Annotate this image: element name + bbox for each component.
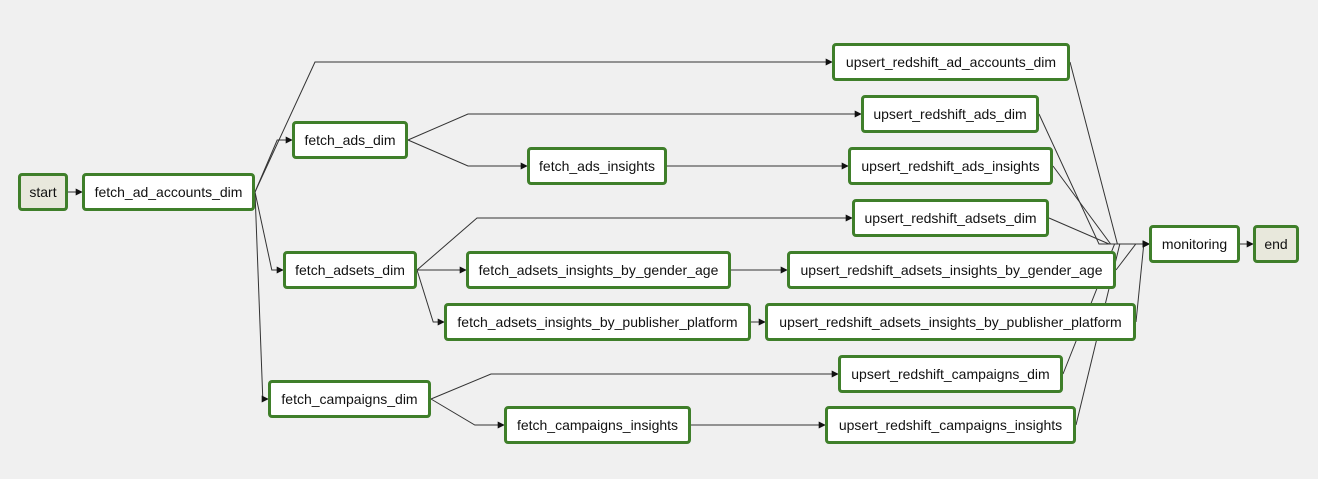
node-upsert-redshift-ads-dim[interactable]: upsert_redshift_ads_dim (861, 95, 1039, 133)
edge-fetch_campaigns_dim-to-fetch_campaigns_insights (430, 398, 505, 429)
edge-fetch_ad_accounts_dim-to-fetch_adsets_dim (254, 191, 284, 274)
node-fetch-ad-accounts-dim[interactable]: fetch_ad_accounts_dim (82, 173, 255, 211)
node-fetch-campaigns-dim[interactable]: fetch_campaigns_dim (268, 380, 431, 418)
edge-fetch_ad_accounts_dim-to-fetch_campaigns_dim (254, 191, 269, 403)
edge-upsert_redshift_ads_insights-to-monitoring (1052, 165, 1150, 248)
edge-upsert_redshift_ad_accounts_dim-to-monitoring (1069, 61, 1150, 248)
edge-fetch_ad_accounts_dim-to-upsert_redshift_ad_accounts_dim (254, 58, 833, 193)
node-fetch-adsets-insights-by-gender-age[interactable]: fetch_adsets_insights_by_gender_age (466, 251, 731, 289)
edge-fetch_adsets_dim-to-fetch_adsets_insights_by_publisher_platform (416, 269, 445, 326)
node-monitoring[interactable]: monitoring (1149, 225, 1240, 263)
node-upsert-redshift-ads-insights[interactable]: upsert_redshift_ads_insights (848, 147, 1053, 185)
node-end[interactable]: end (1253, 225, 1299, 263)
node-upsert-redshift-adsets-dim[interactable]: upsert_redshift_adsets_dim (852, 199, 1049, 237)
node-fetch-ads-dim[interactable]: fetch_ads_dim (292, 121, 408, 159)
edge-fetch_ads_dim-to-upsert_redshift_ads_dim (407, 110, 862, 141)
node-upsert-redshift-campaigns-insights[interactable]: upsert_redshift_campaigns_insights (825, 406, 1076, 444)
edge-fetch_campaigns_dim-to-upsert_redshift_campaigns_dim (430, 370, 839, 400)
edge-fetch_ads_dim-to-fetch_ads_insights (407, 139, 528, 170)
node-fetch-adsets-dim[interactable]: fetch_adsets_dim (283, 251, 417, 289)
node-upsert-redshift-ad-accounts-dim[interactable]: upsert_redshift_ad_accounts_dim (832, 43, 1070, 81)
node-start[interactable]: start (18, 173, 68, 211)
edge-fetch_adsets_dim-to-upsert_redshift_adsets_dim (416, 214, 853, 271)
edge-fetch_ad_accounts_dim-to-fetch_ads_dim (254, 136, 293, 193)
edge-upsert_redshift_adsets_insights_by_gender_age-to-monitoring (1115, 240, 1150, 271)
edge-upsert_redshift_adsets_insights_by_publisher_platform-to-monitoring (1135, 240, 1150, 323)
node-fetch-ads-insights[interactable]: fetch_ads_insights (527, 147, 667, 185)
node-upsert-redshift-adsets-insights-by-publisher-platform[interactable]: upsert_redshift_adsets_insights_by_publi… (765, 303, 1136, 341)
edge-upsert_redshift_campaigns_insights-to-monitoring (1075, 240, 1150, 426)
edge-upsert_redshift_adsets_dim-to-monitoring (1048, 217, 1150, 248)
node-upsert-redshift-campaigns-dim[interactable]: upsert_redshift_campaigns_dim (838, 355, 1063, 393)
edge-upsert_redshift_ads_dim-to-monitoring (1038, 113, 1150, 248)
node-fetch-campaigns-insights[interactable]: fetch_campaigns_insights (504, 406, 691, 444)
node-upsert-redshift-adsets-insights-by-gender-age[interactable]: upsert_redshift_adsets_insights_by_gende… (787, 251, 1116, 289)
node-fetch-adsets-insights-by-publisher-platform[interactable]: fetch_adsets_insights_by_publisher_platf… (444, 303, 751, 341)
